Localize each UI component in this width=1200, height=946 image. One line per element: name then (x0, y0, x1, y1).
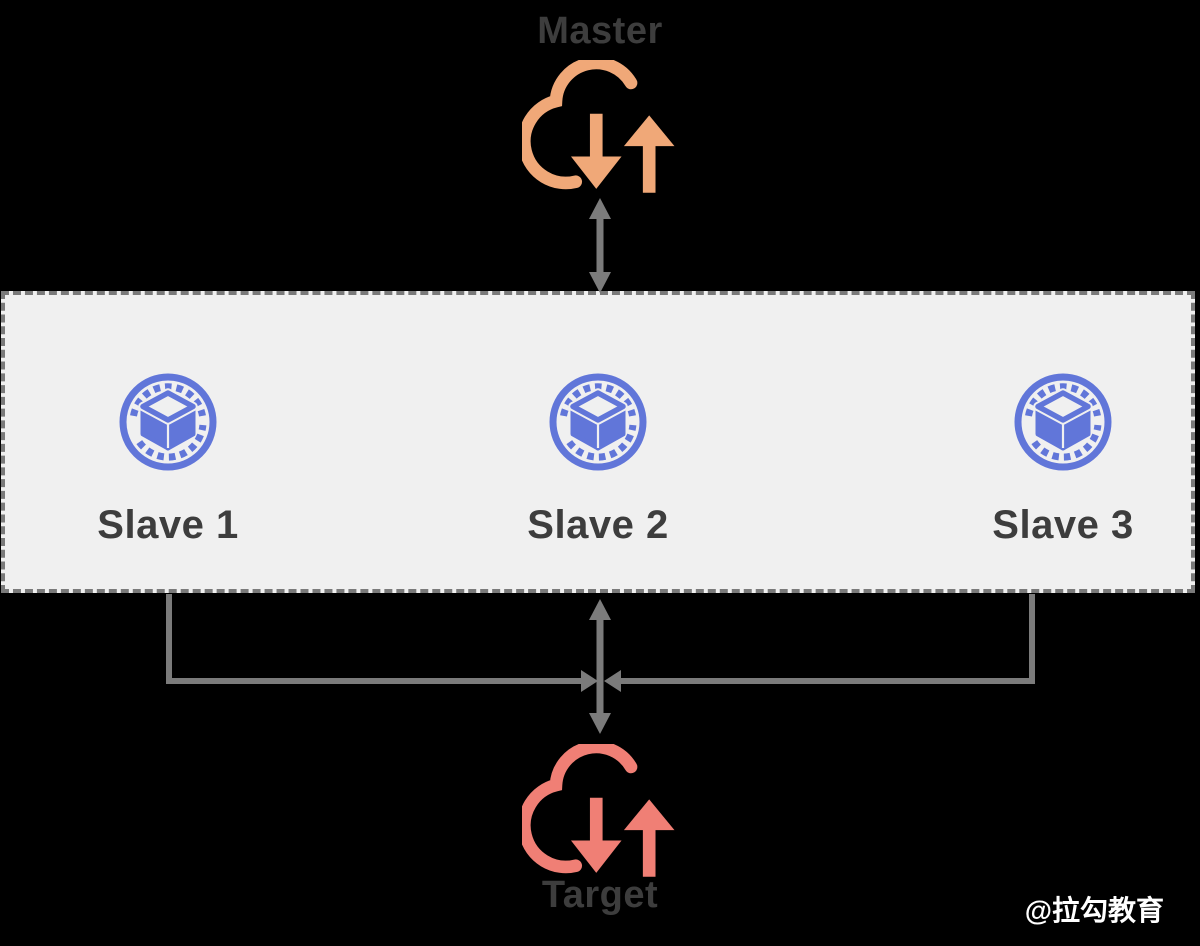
cube-ring-icon (1013, 372, 1113, 472)
slave1-target-connector (166, 594, 598, 692)
slave3-target-connector (604, 594, 1035, 692)
cube-ring-icon (118, 372, 218, 472)
master-box-double-arrow (589, 198, 611, 293)
target-cloud-sync-icon (522, 744, 680, 880)
slave-1-label: Slave 1 (97, 503, 239, 547)
master-label: Master (537, 10, 663, 52)
slave-node-3: Slave 3 (963, 372, 1163, 548)
slave-2-label: Slave 2 (527, 503, 669, 547)
watermark: @拉勾教育 (1024, 895, 1164, 926)
slave-3-label: Slave 3 (992, 503, 1134, 547)
slave-node-2: Slave 2 (498, 372, 698, 548)
slave-node-1: Slave 1 (68, 372, 268, 548)
box-target-double-arrow (589, 599, 611, 734)
cube-ring-icon (548, 372, 648, 472)
target-label: Target (541, 874, 659, 916)
master-cloud-sync-icon (522, 60, 680, 196)
